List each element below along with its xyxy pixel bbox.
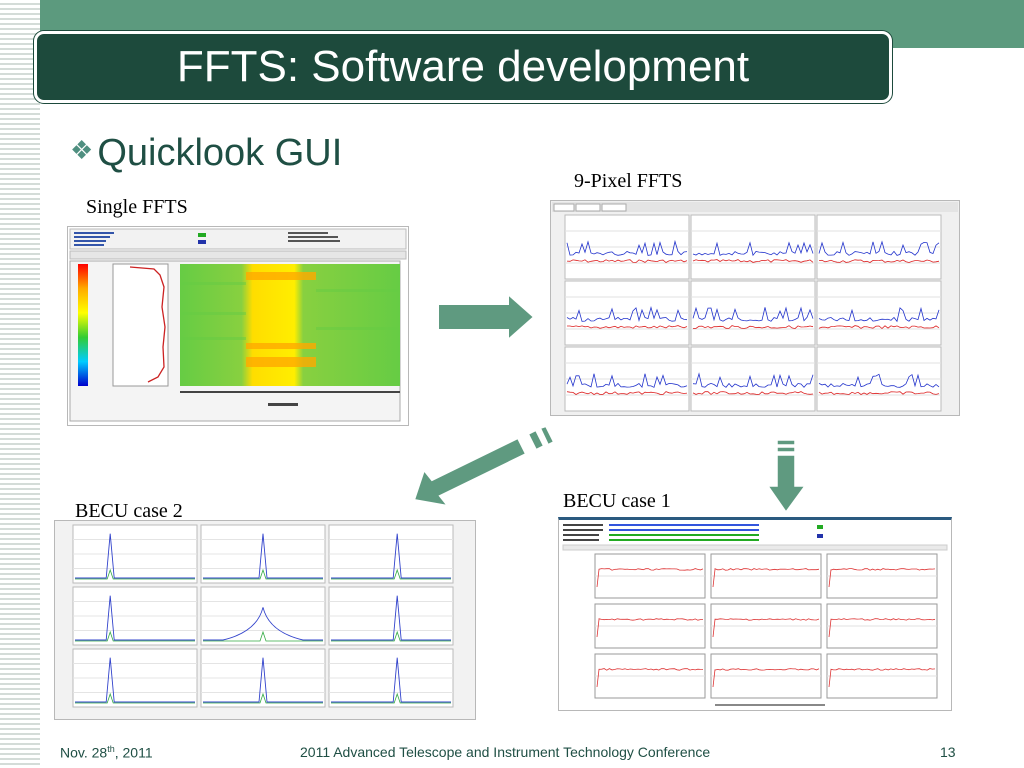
nine-pixel-ffts-image: [551, 201, 959, 415]
becu1-subplot: [710, 553, 822, 599]
becu2-subplot: [200, 524, 326, 584]
becu2-subplot: [72, 524, 198, 584]
footer-date-prefix: Nov. 28: [60, 744, 108, 761]
pixel-subplot: [564, 346, 690, 412]
becu2-subplot: [72, 648, 198, 708]
becu2-subplot: [328, 524, 454, 584]
becu-case-1-image: [559, 520, 951, 710]
block-arrow-down-icon: [767, 439, 807, 514]
single-ffts-image: [68, 227, 408, 425]
nine-pixel-ffts-screenshot: [550, 200, 960, 416]
footer-page-number: 13: [940, 744, 956, 760]
block-arrow-down-left-icon: [412, 426, 556, 508]
label-becu-case-1: BECU case 1: [563, 490, 671, 512]
becu-case-2-image: [55, 521, 475, 719]
left-stripes: [0, 0, 40, 768]
becu2-subplot: [200, 648, 326, 708]
footer-conference: 2011 Advanced Telescope and Instrument T…: [300, 744, 711, 760]
label-becu-case-2: BECU case 2: [75, 500, 183, 522]
becu1-subplot: [710, 603, 822, 649]
becu1-subplot: [710, 653, 822, 699]
becu2-subplot: [328, 586, 454, 646]
pixel-subplot: [690, 280, 816, 346]
pixel-subplot: [564, 214, 690, 280]
becu2-subplot: [200, 586, 326, 646]
becu1-subplot: [594, 653, 706, 699]
diamond-bullet-icon: ❖: [70, 135, 94, 165]
bullet-item: ❖Quicklook GUI: [70, 132, 342, 175]
becu1-subplot: [826, 653, 938, 699]
label-single-ffts: Single FFTS: [86, 196, 188, 218]
pixel-subplot: [816, 346, 942, 412]
label-nine-pixel-ffts: 9-Pixel FFTS: [574, 170, 683, 192]
block-arrow-right-icon: [437, 292, 536, 342]
pixel-subplot: [564, 280, 690, 346]
becu2-subplot: [328, 648, 454, 708]
becu1-subplot: [594, 603, 706, 649]
footer-date-suffix: , 2011: [114, 744, 153, 761]
footer-date: Nov. 28th, 2011: [60, 744, 153, 761]
slide-title: FFTS: Software development: [176, 42, 750, 91]
title-box: FFTS: Software development: [34, 31, 892, 103]
single-ffts-screenshot: [67, 226, 409, 426]
bullet-text: Quicklook GUI: [97, 132, 343, 174]
becu-case-2-screenshot: [54, 520, 476, 720]
pixel-subplot: [816, 214, 942, 280]
footer-date-sup: th: [107, 744, 115, 754]
becu1-subplot: [594, 553, 706, 599]
pixel-subplot: [690, 214, 816, 280]
pixel-subplot: [690, 346, 816, 412]
becu-case-1-screenshot: [558, 517, 952, 711]
pixel-subplot: [816, 280, 942, 346]
becu1-subplot: [826, 603, 938, 649]
becu2-subplot: [72, 586, 198, 646]
becu1-subplot: [826, 553, 938, 599]
